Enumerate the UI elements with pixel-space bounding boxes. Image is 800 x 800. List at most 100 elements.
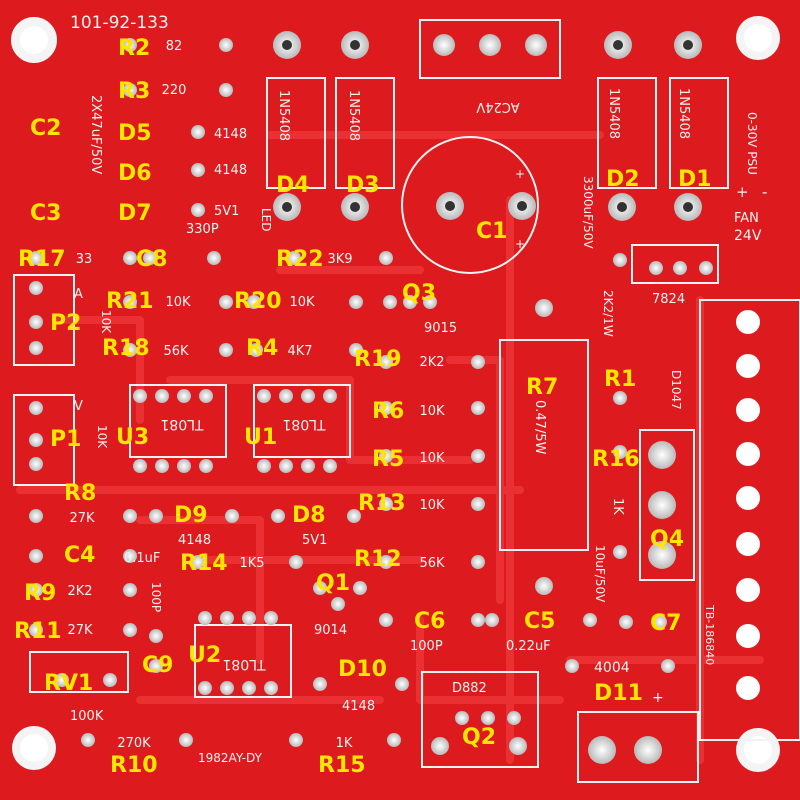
solder-pad bbox=[481, 711, 495, 725]
r19-value: 2K2 bbox=[419, 355, 444, 370]
designator-r22: R22 bbox=[276, 247, 324, 272]
designator-d5: D5 bbox=[118, 121, 152, 146]
designator-d11: D11 bbox=[594, 681, 643, 706]
solder-pad bbox=[471, 449, 485, 463]
solder-pad bbox=[661, 659, 675, 673]
solder-pad bbox=[264, 611, 278, 625]
solder-pad bbox=[613, 445, 627, 459]
designator-c8: C8 bbox=[136, 247, 167, 272]
designator-r19: R19 bbox=[354, 347, 402, 372]
designator-d8: D8 bbox=[292, 503, 326, 528]
designator-r6: R6 bbox=[372, 399, 404, 424]
solder-pad bbox=[379, 555, 393, 569]
solder-pad bbox=[619, 615, 633, 629]
solder-pad bbox=[331, 597, 345, 611]
solder-pad bbox=[207, 251, 221, 265]
solder-pad bbox=[29, 315, 43, 329]
solder-pad bbox=[249, 343, 263, 357]
r21-value: 10K bbox=[165, 295, 191, 310]
solder-pad bbox=[485, 613, 499, 627]
solder-pad bbox=[613, 545, 627, 559]
solder-pad bbox=[123, 38, 137, 52]
r16-value: 1K bbox=[610, 498, 625, 515]
c1-value: 3300uF/50V bbox=[581, 176, 595, 249]
solder-pads bbox=[273, 31, 702, 764]
c1-plus-b: + bbox=[515, 237, 525, 251]
solder-pad bbox=[199, 459, 213, 473]
led-label: LED bbox=[259, 208, 273, 232]
solder-pad bbox=[29, 433, 43, 447]
solder-pad bbox=[471, 401, 485, 415]
solder-pad bbox=[279, 389, 293, 403]
r18-value: 56K bbox=[163, 344, 189, 359]
designator-r17: R17 bbox=[18, 247, 66, 272]
designator-p2: P2 bbox=[50, 311, 81, 336]
d7-value: 5V1 bbox=[214, 204, 239, 219]
solder-pad bbox=[123, 509, 137, 523]
solder-pad bbox=[257, 389, 271, 403]
solder-pad bbox=[699, 261, 713, 275]
solder-pad bbox=[198, 611, 212, 625]
silkscreen-outlines bbox=[13, 19, 800, 783]
u2-value: TL081 bbox=[222, 656, 266, 672]
solder-pad bbox=[264, 681, 278, 695]
p2-value: 10K bbox=[99, 310, 113, 334]
designator-q2: Q2 bbox=[462, 725, 496, 750]
solder-pad bbox=[149, 659, 163, 673]
fan-label: FAN bbox=[734, 211, 759, 226]
d10-value: 4148 bbox=[342, 699, 375, 714]
solder-pad bbox=[220, 611, 234, 625]
solder-pad bbox=[565, 659, 579, 673]
u1-value: TL081 bbox=[282, 416, 326, 432]
solder-pad bbox=[395, 677, 409, 691]
solder-pad bbox=[353, 581, 367, 595]
p2-pin: A bbox=[74, 287, 83, 302]
solder-pad bbox=[29, 457, 43, 471]
d4-value: 1N5408 bbox=[276, 90, 291, 141]
solder-pad bbox=[191, 163, 205, 177]
designator-r1: R1 bbox=[604, 367, 636, 392]
d1-value: 1N5408 bbox=[676, 88, 691, 139]
solder-pad bbox=[379, 401, 393, 415]
r12-value: 56K bbox=[419, 556, 445, 571]
r5-value: 10K bbox=[419, 451, 445, 466]
solder-pad bbox=[133, 459, 147, 473]
designator-c4: C4 bbox=[64, 543, 95, 568]
designator-p1: P1 bbox=[50, 427, 81, 452]
solder-pad bbox=[81, 733, 95, 747]
designator-q4: Q4 bbox=[650, 527, 684, 552]
solder-pad bbox=[653, 615, 667, 629]
designator-r13: R13 bbox=[358, 491, 406, 516]
r3-value: 220 bbox=[162, 83, 187, 98]
solder-pad bbox=[219, 38, 233, 52]
solder-pad bbox=[379, 613, 393, 627]
c9-value: 100P bbox=[149, 582, 163, 612]
solder-pad bbox=[379, 251, 393, 265]
c6-value: 100P bbox=[410, 639, 443, 654]
designator-d7: D7 bbox=[118, 201, 152, 226]
designator-r14: R14 bbox=[180, 551, 228, 576]
designator-c9: C9 bbox=[142, 653, 173, 678]
solder-pad bbox=[123, 583, 137, 597]
designator-d3: D3 bbox=[346, 173, 380, 198]
solder-pad bbox=[471, 555, 485, 569]
designator-u2: U2 bbox=[188, 643, 221, 668]
solder-pad bbox=[199, 389, 213, 403]
solder-pad bbox=[177, 389, 191, 403]
solder-pad bbox=[219, 343, 233, 357]
designator-r11: R11 bbox=[14, 619, 62, 644]
solder-pad bbox=[123, 83, 137, 97]
r1-value: 2K2/1W bbox=[601, 290, 615, 337]
solder-pad bbox=[123, 549, 137, 563]
designator-r9: R9 bbox=[24, 581, 56, 606]
designator-q1: Q1 bbox=[316, 571, 350, 596]
solder-pad bbox=[123, 343, 137, 357]
solder-pad bbox=[191, 203, 205, 217]
solder-pad bbox=[155, 459, 169, 473]
solder-pad bbox=[383, 295, 397, 309]
solder-pad bbox=[242, 681, 256, 695]
designator-d4: D4 bbox=[276, 173, 310, 198]
designator-u1: U1 bbox=[244, 425, 277, 450]
solder-pad bbox=[219, 83, 233, 97]
